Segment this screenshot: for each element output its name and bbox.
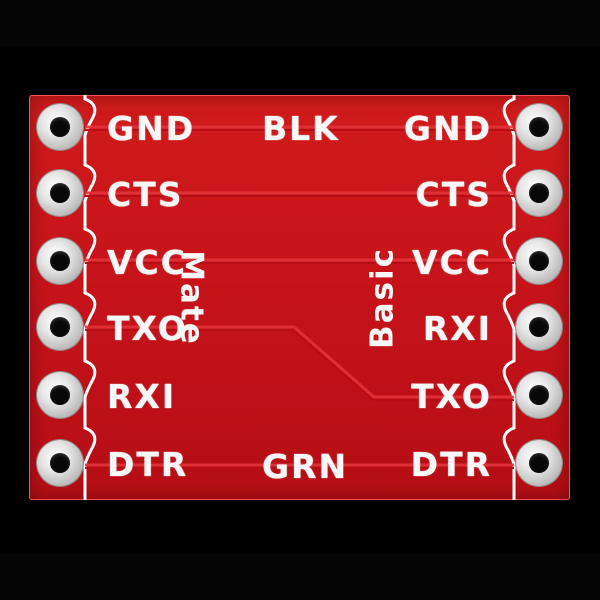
pad-right-2 — [516, 170, 562, 216]
right-scallop-outline — [502, 95, 516, 500]
hole — [50, 453, 70, 473]
top-background-band — [0, 0, 600, 46]
hole — [529, 317, 549, 337]
pcb-traces — [85, 125, 514, 467]
right-label-dtr: DTR — [410, 445, 492, 484]
hole — [529, 251, 549, 271]
hole — [529, 183, 549, 203]
hole — [50, 385, 70, 405]
hole — [50, 251, 70, 271]
breakout-board: GND CTS VCC TXO RXI DTR GND CTS VCC RXI … — [29, 95, 570, 500]
right-label-cts: CTS — [415, 175, 492, 214]
pad-right-6 — [516, 440, 562, 486]
pad-left-5 — [37, 372, 83, 418]
left-label-rxi: RXI — [107, 377, 177, 416]
right-label-txo: TXO — [411, 377, 492, 416]
left-scallop-outline — [83, 95, 97, 500]
silkscreen-and-traces — [83, 95, 516, 500]
pad-left-2 — [37, 170, 83, 216]
left-label-txo: TXO — [107, 309, 188, 348]
hole — [50, 317, 70, 337]
top-middle-label: BLK — [262, 109, 340, 148]
pad-right-4 — [516, 304, 562, 350]
bottom-middle-label: GRN — [262, 447, 349, 486]
left-label-vcc: VCC — [107, 243, 187, 282]
right-label-vcc: VCC — [412, 243, 492, 282]
trace-tx-rx — [85, 325, 514, 399]
bottom-background-band — [0, 554, 600, 600]
right-label-rxi: RXI — [422, 309, 492, 348]
pad-left-6 — [37, 440, 83, 486]
hole — [529, 453, 549, 473]
pad-left-1 — [37, 104, 83, 150]
hole — [529, 117, 549, 137]
pad-right-5 — [516, 372, 562, 418]
hole — [50, 183, 70, 203]
pad-left-3 — [37, 238, 83, 284]
pad-right-3 — [516, 238, 562, 284]
left-label-cts: CTS — [107, 175, 184, 214]
pad-left-4 — [37, 304, 83, 350]
basic-label: Basic — [364, 246, 401, 350]
pad-right-1 — [516, 104, 562, 150]
pcb-trace-shadows — [85, 129, 514, 469]
mate-label: Mate — [173, 250, 210, 346]
left-label-gnd: GND — [107, 109, 196, 148]
hole — [50, 117, 70, 137]
left-label-dtr: DTR — [107, 445, 189, 484]
hole — [529, 385, 549, 405]
right-label-gnd: GND — [403, 109, 492, 148]
